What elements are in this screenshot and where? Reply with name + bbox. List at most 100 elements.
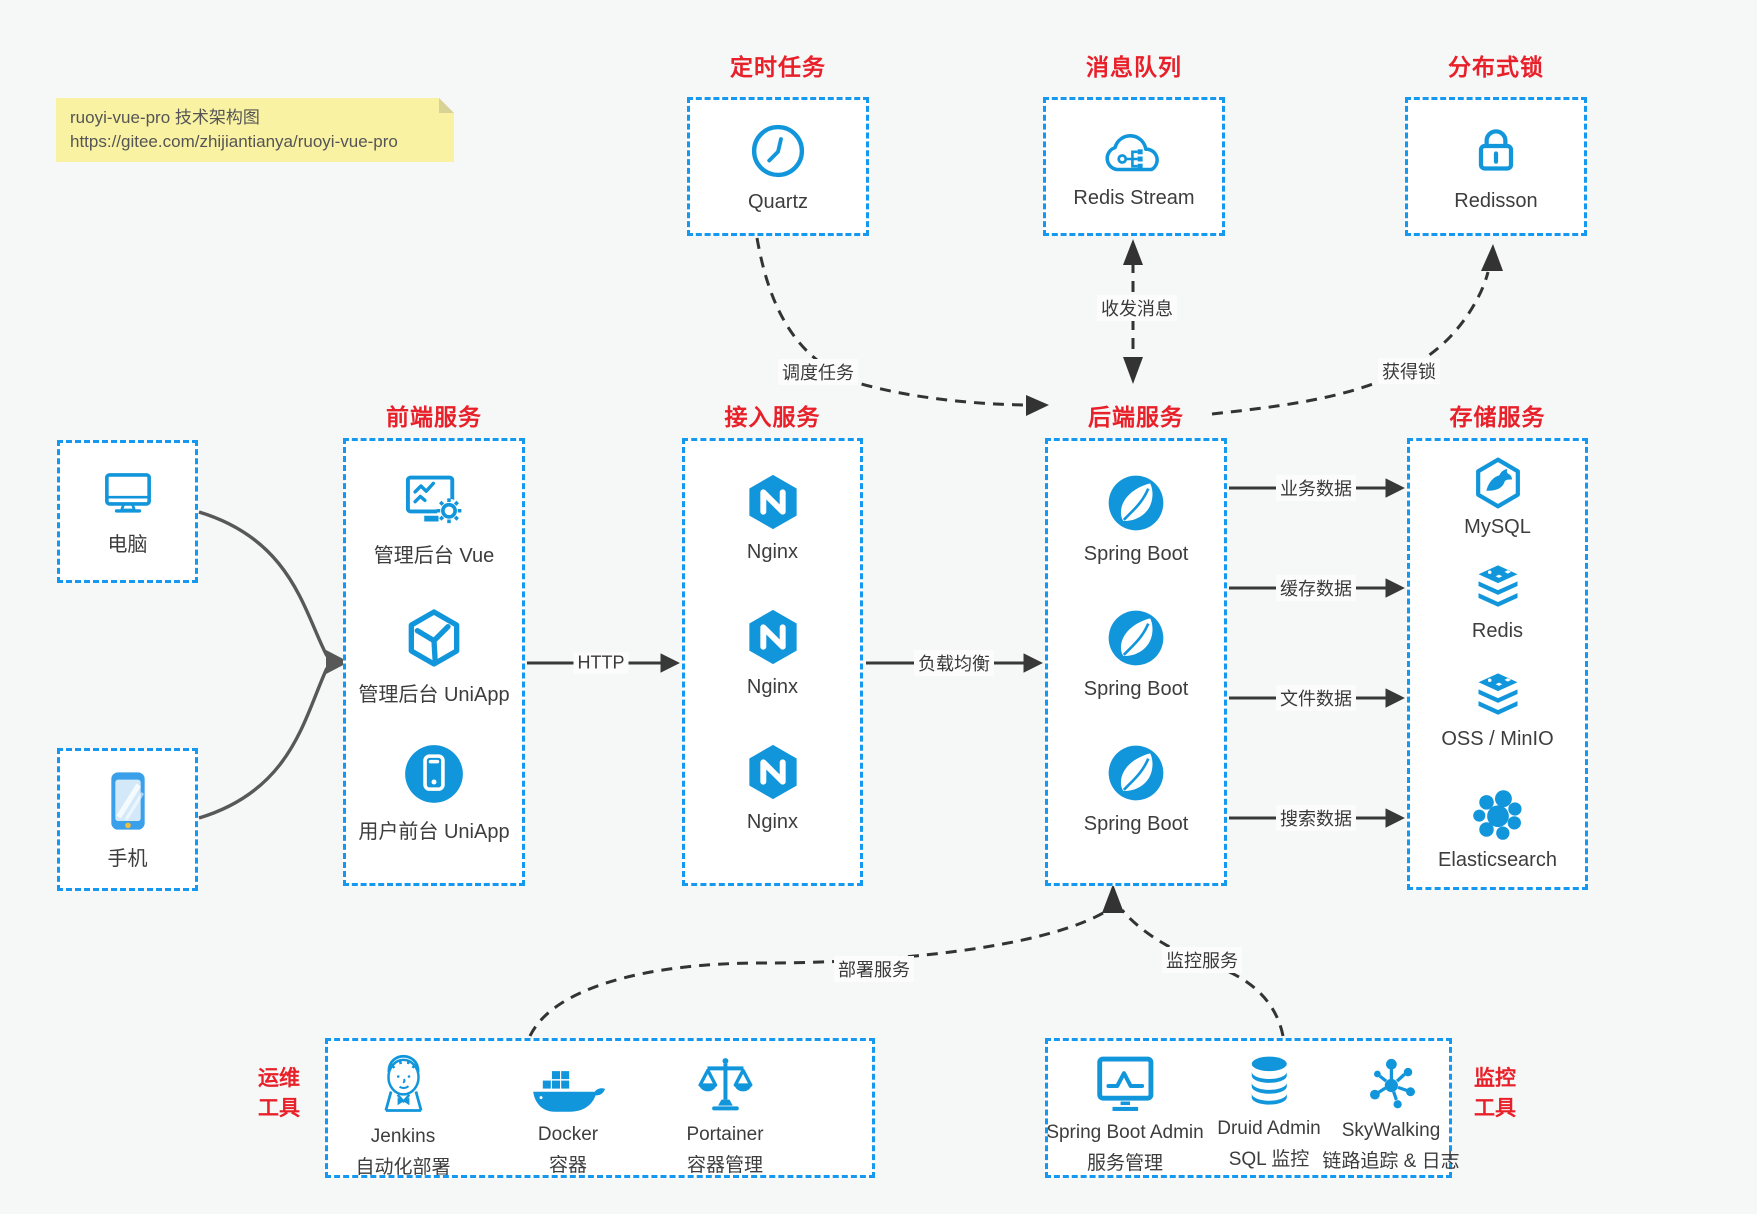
dashed-arrows: [528, 237, 1490, 1037]
smartphone-icon: [105, 769, 151, 833]
docker-label: Docker: [537, 1124, 599, 1145]
note-url: https://gitee.com/zhijiantianya/ruoyi-vu…: [70, 132, 398, 151]
title-distributed-lock: 分布式锁: [1448, 54, 1544, 80]
quartz-label: Quartz: [747, 190, 809, 213]
monitoring-title-line2: 工具: [1474, 1097, 1516, 1120]
mobile-label: 手机: [107, 847, 148, 870]
nginx-label: Nginx: [746, 541, 799, 563]
cloud-mq-icon: [1100, 123, 1168, 178]
docker-icon: [528, 1059, 608, 1117]
admin-vue-icon: [400, 471, 468, 531]
user-uniapp-label: 用户前台 UniApp: [358, 821, 510, 843]
edge-label-cache-data: 缓存数据: [1276, 575, 1356, 601]
user-app-icon: [401, 741, 467, 807]
box-redisson: Redisson: [1405, 97, 1587, 236]
box-storage-services: MySQL Redis OSS / MinIO Elasticsearch: [1407, 438, 1588, 890]
redisson-label: Redisson: [1454, 189, 1538, 212]
admin-vue-label: 管理后台 Vue: [373, 545, 495, 567]
skywalking-icon: [1361, 1053, 1421, 1113]
storage-item-redis: Redis: [1410, 563, 1585, 643]
admin-uniapp-label: 管理后台 UniApp: [358, 684, 510, 706]
backend-item-springboot-3: Spring Boot: [1048, 741, 1224, 836]
druid-sublabel: SQL 监控: [1228, 1149, 1310, 1170]
nginx-label: Nginx: [746, 811, 799, 833]
backend-item-springboot-2: Spring Boot: [1048, 606, 1224, 701]
mysql-label: MySQL: [1464, 516, 1531, 538]
box-quartz: Quartz: [687, 97, 869, 236]
box-backend-services: Spring Boot Spring Boot Spring Boot: [1045, 438, 1227, 886]
ops-item-docker: Docker 容器: [528, 1059, 608, 1179]
pc-label: 电脑: [107, 533, 148, 556]
ops-title-line2: 工具: [258, 1097, 300, 1120]
ops-title-line1: 运维: [258, 1067, 300, 1090]
storage-item-mysql: MySQL: [1410, 455, 1585, 539]
edge-label-acquire-lock: 获得锁: [1378, 358, 1440, 384]
backend-item-springboot-1: Spring Boot: [1048, 471, 1224, 566]
nginx-icon: [742, 471, 804, 533]
title-backend-services: 后端服务: [1088, 404, 1184, 430]
title-gateway-services: 接入服务: [724, 404, 821, 430]
title-monitoring-tools: 监控 工具: [1462, 1064, 1528, 1124]
box-ops-tools: Jenkins 自动化部署 Docker 容器 Portainer 容器管理: [325, 1038, 875, 1178]
edge-label-schedule-task: 调度任务: [778, 359, 858, 385]
frontend-item-user-uniapp: 用户前台 UniApp: [346, 741, 522, 844]
edge-label-search-data: 搜索数据: [1276, 805, 1356, 831]
sticky-note: ruoyi-vue-pro 技术架构图 https://gitee.com/zh…: [56, 98, 454, 162]
edge-label-deploy-service: 部署服务: [834, 956, 914, 982]
edge-acquire-lock: [1211, 271, 1490, 416]
sba-icon: [1090, 1053, 1160, 1115]
jenkins-icon: [371, 1051, 435, 1119]
title-message-queue: 消息队列: [1086, 54, 1182, 80]
dashed-arrowheads: [1026, 239, 1503, 913]
frontend-item-admin-uniapp: 管理后台 UniApp: [346, 606, 522, 707]
edge-label-monitor-service: 监控服务: [1162, 947, 1242, 973]
desktop-icon: [99, 467, 157, 519]
box-gateway-services: Nginx Nginx Nginx: [682, 438, 863, 886]
edge-label-send-receive-message: 收发消息: [1097, 295, 1177, 321]
springboot-label: Spring Boot: [1083, 543, 1189, 565]
springboot-icon: [1104, 471, 1168, 535]
gateway-item-nginx-1: Nginx: [685, 471, 860, 564]
ops-item-jenkins: Jenkins 自动化部署: [355, 1051, 451, 1181]
title-storage-services: 存储服务: [1449, 404, 1546, 430]
box-frontend-services: 管理后台 Vue 管理后台 UniApp 用户前台 UniApp: [343, 438, 525, 886]
frontend-item-admin-vue: 管理后台 Vue: [346, 471, 522, 568]
lock-icon: [1466, 121, 1526, 181]
redis-label: Redis: [1471, 620, 1524, 642]
springboot-icon: [1104, 606, 1168, 670]
edge-label-load-balance: 负载均衡: [914, 650, 994, 676]
storage-item-oss-minio: OSS / MinIO: [1410, 671, 1585, 751]
skywalking-label: SkyWalking: [1341, 1120, 1441, 1141]
sba-label: Spring Boot Admin: [1046, 1122, 1204, 1143]
druid-icon: [1240, 1053, 1298, 1111]
skywalking-sublabel: 链路追踪 & 日志: [1322, 1151, 1460, 1172]
redis-stream-label: Redis Stream: [1073, 187, 1195, 209]
mysql-icon: [1470, 455, 1526, 511]
jenkins-sublabel: 自动化部署: [355, 1157, 451, 1178]
client-to-frontend-curves: [198, 510, 329, 820]
client-arrowhead: [326, 650, 349, 674]
nginx-label: Nginx: [746, 676, 799, 698]
jenkins-label: Jenkins: [370, 1126, 436, 1147]
nginx-icon: [742, 606, 804, 668]
box-monitoring-tools: Spring Boot Admin 服务管理 Druid Admin SQL 监…: [1045, 1038, 1460, 1178]
note-title: ruoyi-vue-pro 技术架构图: [70, 108, 260, 127]
springboot-label: Spring Boot: [1083, 678, 1189, 700]
ops-item-portainer: Portainer 容器管理: [686, 1053, 764, 1179]
edge-deploy-service: [528, 910, 1106, 1037]
box-pc-client: 电脑: [57, 440, 198, 583]
portainer-sublabel: 容器管理: [686, 1155, 764, 1176]
monitoring-item-skywalking: SkyWalking 链路追踪 & 日志: [1322, 1053, 1460, 1175]
nginx-icon: [742, 741, 804, 803]
storage-item-elasticsearch: Elasticsearch: [1410, 786, 1585, 872]
clock-icon: [747, 120, 809, 182]
edge-label-business-data: 业务数据: [1276, 475, 1356, 501]
redis-icon: [1469, 563, 1527, 615]
edge-label-http: HTTP: [573, 652, 629, 674]
uniapp-cube-icon: [402, 606, 466, 670]
oss-icon: [1469, 671, 1527, 723]
gateway-item-nginx-2: Nginx: [685, 606, 860, 699]
springboot-icon: [1104, 741, 1168, 805]
sba-sublabel: 服务管理: [1086, 1153, 1163, 1174]
